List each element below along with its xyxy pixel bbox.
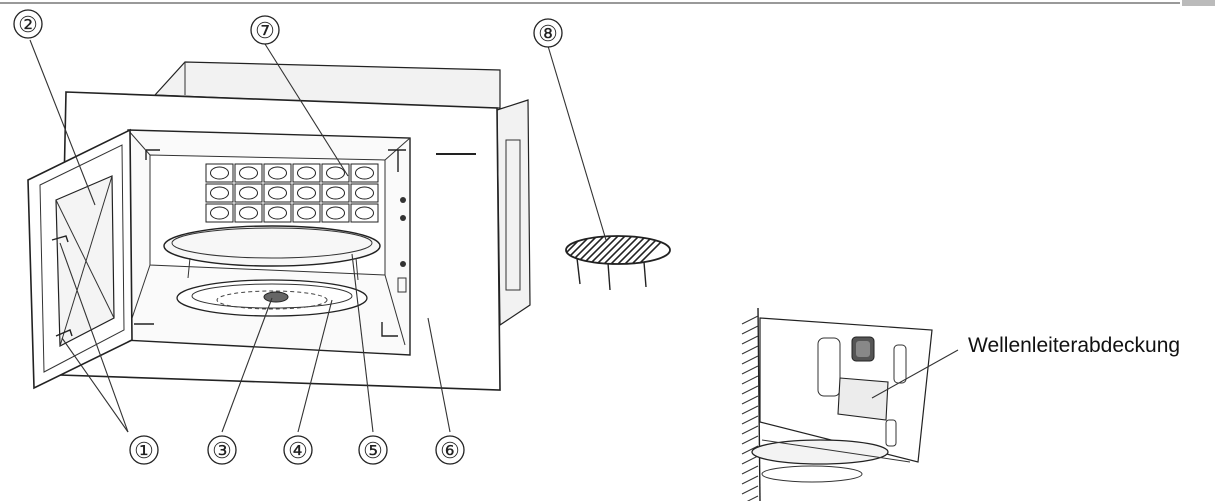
callout-6: ⑥ <box>435 435 465 465</box>
housing-side <box>496 99 531 327</box>
callout-5-label: ⑤ <box>363 439 383 464</box>
vent-grid <box>205 163 379 223</box>
leader-lines <box>29 39 607 433</box>
microwave-illustration <box>27 61 531 391</box>
callout-2-label: ② <box>18 13 38 38</box>
waveguide-cover <box>837 377 889 421</box>
callout-3-label: ③ <box>212 439 232 464</box>
callout-7: ⑦ <box>250 15 280 45</box>
callout-5: ⑤ <box>358 435 388 465</box>
callout-1: ① <box>129 435 159 465</box>
callout-1-label: ① <box>134 439 154 464</box>
grill-rack <box>163 225 381 267</box>
callout-8: ⑧ <box>533 18 563 48</box>
door-window <box>55 175 115 347</box>
callout-4-label: ④ <box>288 439 308 464</box>
waveguide-cover-label: Wellenleiterabdeckung <box>968 334 1180 357</box>
callout-8-label: ⑧ <box>538 22 558 47</box>
callout-3: ③ <box>207 435 237 465</box>
waveguide-detail <box>741 307 959 501</box>
coupler <box>263 291 289 303</box>
callout-6-label: ⑥ <box>440 439 460 464</box>
callout-2: ② <box>13 9 43 39</box>
callout-7-label: ⑦ <box>255 19 275 44</box>
corner-mark <box>1182 0 1215 6</box>
callout-4: ④ <box>283 435 313 465</box>
